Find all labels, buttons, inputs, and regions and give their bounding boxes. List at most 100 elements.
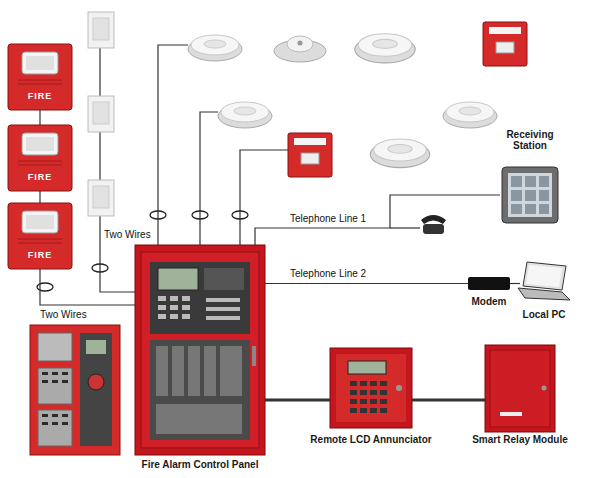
remote-annunciator-device bbox=[330, 348, 412, 428]
control-panel-cabinet bbox=[206, 298, 240, 302]
smart-relay-module: Smart Relay Module bbox=[485, 345, 555, 432]
smoke-detector bbox=[234, 107, 256, 115]
control-panel-cabinet bbox=[204, 268, 244, 290]
control-panel-cabinet bbox=[220, 346, 242, 396]
device-caption: Remote LCD Annunciator bbox=[296, 434, 446, 445]
control-panel-cabinet bbox=[141, 252, 259, 448]
wire-connector bbox=[39, 191, 40, 203]
annunciator-panel bbox=[62, 422, 68, 425]
pull-station bbox=[294, 138, 326, 145]
remote-lcd-annunciator: Remote LCD Annunciator bbox=[330, 348, 412, 428]
smoke-detector bbox=[358, 34, 412, 56]
remote-annunciator-device bbox=[380, 381, 387, 386]
horn-strobe: FIRE bbox=[8, 125, 72, 191]
control-panel-cabinet bbox=[135, 245, 265, 455]
heat-detector bbox=[298, 41, 303, 46]
horn-strobe: FIRE bbox=[8, 44, 72, 110]
device-marking: FIRE bbox=[8, 172, 72, 182]
control-panel-cabinet bbox=[182, 296, 190, 301]
remote-annunciator-device bbox=[370, 399, 377, 404]
speaker-strobe bbox=[88, 96, 114, 132]
remote-annunciator-device bbox=[370, 408, 377, 413]
smoke-detector bbox=[443, 102, 497, 128]
remote-annunciator-device bbox=[396, 385, 402, 391]
remote-annunciator-device bbox=[350, 381, 357, 386]
annunciator-panel bbox=[62, 372, 68, 375]
laptop-device bbox=[518, 262, 570, 300]
annunciator-panel bbox=[42, 372, 68, 425]
relay-module-device bbox=[485, 345, 555, 432]
wire-loop-symbol bbox=[232, 211, 248, 219]
pull-station bbox=[489, 27, 521, 34]
wire-connector bbox=[39, 110, 40, 125]
pull-station bbox=[483, 22, 527, 66]
control-panel-cabinet bbox=[150, 262, 250, 334]
wire-label: Telephone Line 2 bbox=[290, 268, 366, 279]
wire-loop-symbol bbox=[192, 211, 208, 219]
wire-connector bbox=[40, 269, 135, 305]
annunciator-panel bbox=[88, 374, 104, 390]
control-panel-cabinet bbox=[170, 296, 178, 301]
remote-annunciator-device bbox=[360, 390, 367, 395]
pull-station bbox=[301, 153, 319, 164]
horn-strobe bbox=[26, 137, 54, 151]
annunciator-panel bbox=[30, 325, 120, 455]
remote-annunciator-device bbox=[350, 390, 357, 395]
horn-strobe bbox=[22, 52, 58, 74]
relay-module-device bbox=[490, 350, 550, 427]
remote-annunciator-device bbox=[370, 381, 377, 386]
receiving-station-device bbox=[539, 176, 549, 187]
control-panel-cabinet bbox=[135, 245, 265, 455]
receiving-station-device bbox=[511, 176, 522, 187]
control-panel-cabinet bbox=[172, 346, 184, 396]
wire-loop-symbol bbox=[92, 264, 108, 272]
speaker-strobe bbox=[93, 186, 109, 208]
horn-strobe bbox=[8, 125, 72, 191]
receiving-station-device bbox=[502, 167, 558, 223]
remote-annunciator-device bbox=[350, 399, 357, 404]
control-panel-cabinet bbox=[158, 305, 166, 310]
remote-annunciator-device bbox=[348, 361, 386, 374]
relay-module-device bbox=[542, 386, 547, 391]
telephone-symbol bbox=[423, 224, 444, 234]
receiving-station-device bbox=[511, 176, 549, 214]
horn-strobe bbox=[18, 80, 62, 84]
receiving-station-device bbox=[525, 190, 536, 201]
annunciator-panel bbox=[80, 333, 112, 446]
annunciator-panel bbox=[42, 380, 48, 383]
smoke-detector bbox=[370, 139, 429, 168]
wire-connector bbox=[510, 283, 520, 284]
smoke-detector bbox=[388, 145, 412, 154]
receiving-station-device bbox=[502, 167, 558, 223]
speaker-strobe bbox=[88, 180, 114, 216]
annunciator-panel bbox=[52, 414, 58, 417]
device-marking: FIRE bbox=[8, 250, 72, 260]
smoke-detector bbox=[204, 40, 226, 48]
receiving-station-device bbox=[511, 190, 522, 201]
annunciator-panel bbox=[38, 368, 72, 404]
telephone-wire bbox=[390, 227, 420, 228]
horn-strobe: FIRE bbox=[8, 203, 72, 269]
horn-strobe bbox=[8, 44, 72, 110]
speaker-strobe bbox=[88, 96, 114, 132]
annunciator-panel bbox=[52, 380, 58, 383]
laptop-device bbox=[526, 265, 562, 287]
receiving-station-device bbox=[539, 190, 549, 201]
horn-strobe bbox=[22, 133, 58, 155]
speaker-wire bbox=[100, 48, 135, 292]
control-panel-cabinet bbox=[158, 268, 198, 290]
relay-module-device bbox=[485, 345, 555, 432]
horn-strobe bbox=[8, 44, 72, 110]
detector-wire bbox=[200, 112, 218, 245]
modem-device bbox=[468, 277, 510, 290]
annunciator-panel bbox=[38, 410, 72, 446]
control-panel-cabinet bbox=[170, 314, 178, 319]
speaker-wire bbox=[100, 48, 135, 292]
detector-wire bbox=[158, 45, 188, 245]
speaker-strobe bbox=[88, 12, 114, 48]
annunciator-panel bbox=[86, 340, 106, 354]
